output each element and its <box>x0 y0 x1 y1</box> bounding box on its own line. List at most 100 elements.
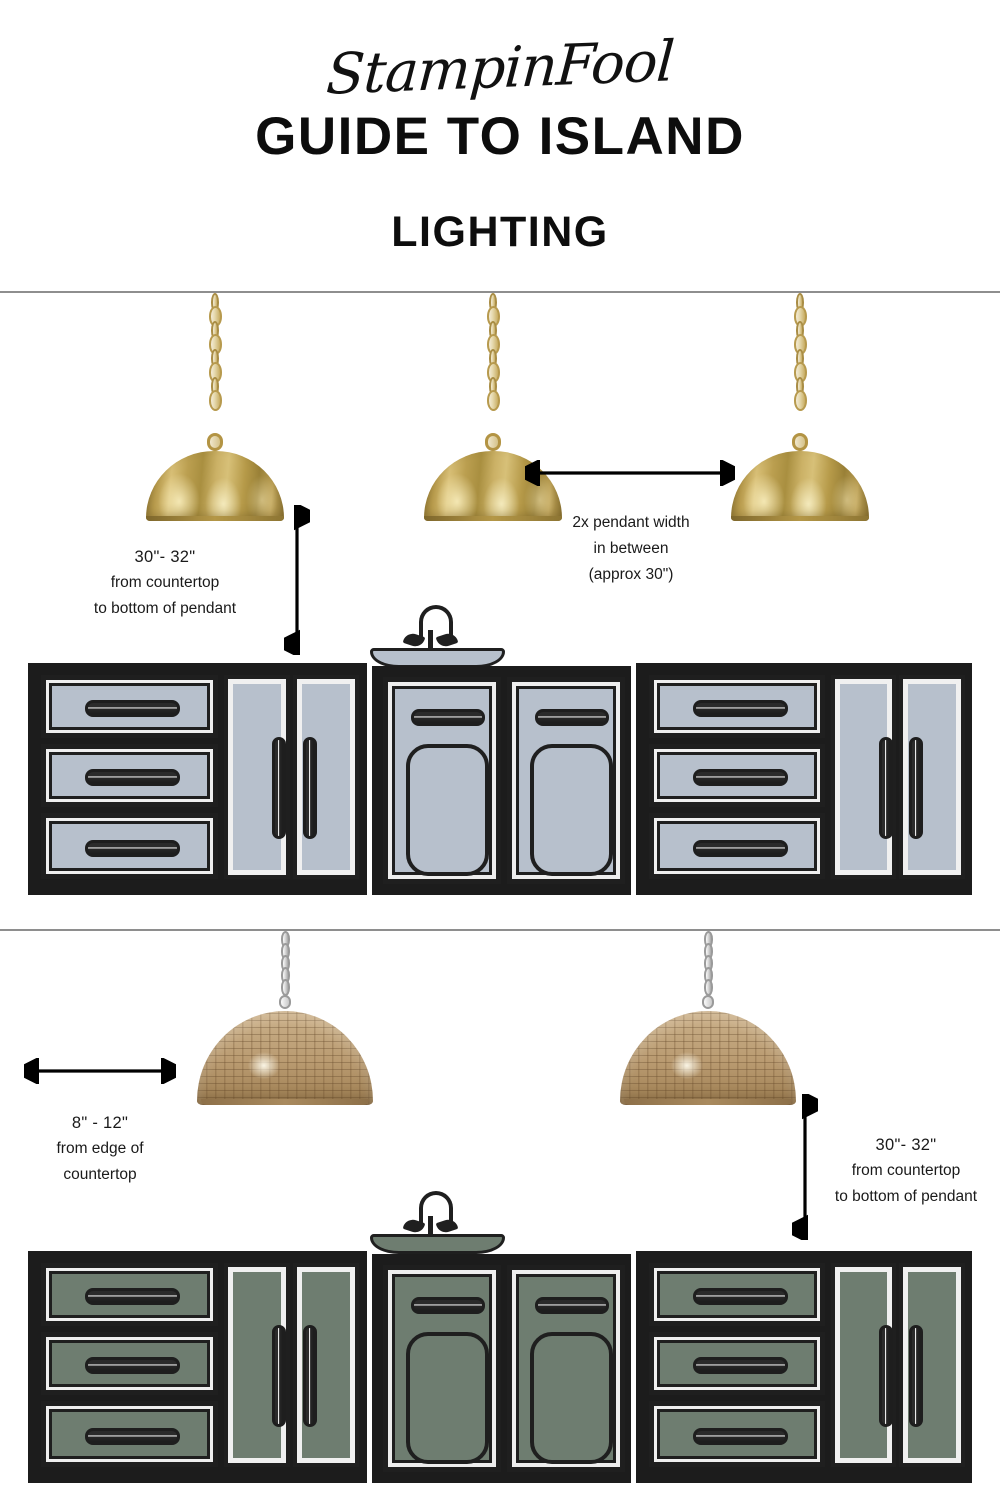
note-line: 30"- 32" <box>134 548 196 566</box>
section-divider-middle <box>0 929 1000 931</box>
note-line: in between <box>593 540 669 557</box>
cabinet-door-right <box>293 675 359 879</box>
door-pull <box>535 709 609 726</box>
drawer-pull <box>85 840 180 857</box>
drawer-bottom <box>649 1401 825 1467</box>
drawer-top <box>41 675 218 738</box>
note-line: countertop <box>63 1166 137 1183</box>
note-height-right: 30"- 32" from countertop to bottom of pe… <box>826 1132 986 1210</box>
note-line: 2x pendant width <box>572 514 690 531</box>
faucet-spout-icon <box>419 1191 453 1223</box>
pendant-canopy-ring <box>279 995 291 1009</box>
door-pull <box>411 709 485 726</box>
pendant-chain <box>484 293 502 411</box>
sink-base-door-right <box>507 677 625 884</box>
cabinet-door-left <box>831 675 896 879</box>
drawer-pull <box>693 1428 788 1445</box>
note-line: from edge of <box>56 1140 144 1157</box>
drawer-pull <box>693 1357 788 1374</box>
pendant-canopy-ring <box>207 433 223 451</box>
note-line: from countertop <box>851 1162 961 1179</box>
note-line: 8" - 12" <box>71 1114 129 1132</box>
page-title-line-2: LIGHTING <box>391 208 609 256</box>
drawer-bottom <box>41 813 218 879</box>
door-pull <box>535 1297 609 1314</box>
pendant-chain <box>791 293 809 411</box>
faucet-stem <box>428 1216 433 1242</box>
drawer-pull <box>693 840 788 857</box>
cabinet-unit-right-green <box>636 1251 972 1483</box>
cabinet-unit-right-blue <box>636 663 972 895</box>
edge-offset-arrow-horizontal <box>24 1058 176 1084</box>
drawer-middle <box>649 744 825 807</box>
pendant-canopy-ring <box>485 433 501 451</box>
drawer-pull <box>85 1357 180 1374</box>
faucet-spout-icon <box>419 605 453 637</box>
drawer-middle <box>649 1332 825 1395</box>
drawer-middle <box>41 1332 218 1395</box>
pendant-shade <box>620 1011 796 1105</box>
cabinet-door-right <box>899 675 965 879</box>
drawer-middle <box>41 744 218 807</box>
door-pull <box>303 1325 317 1427</box>
brass-pendant-2 <box>424 293 562 521</box>
pendant-chain <box>206 293 224 411</box>
sink-base-door-right <box>507 1265 625 1472</box>
note-line: (approx 30") <box>588 566 674 583</box>
door-pull <box>272 737 286 839</box>
rattan-pendant-1 <box>197 931 373 1131</box>
sink-basin <box>370 1234 505 1254</box>
drawer-bottom <box>41 1401 218 1467</box>
cabinet-unit-left-blue <box>28 663 367 895</box>
drawer-pull <box>85 1288 180 1305</box>
note-line: from countertop <box>110 574 220 591</box>
sink-base-door-left <box>383 677 501 884</box>
drawer-pull <box>85 700 180 717</box>
drawer-top <box>41 1263 218 1326</box>
pendant-chain <box>702 931 714 996</box>
spacing-arrow-horizontal <box>525 460 735 486</box>
cabinet-door-left <box>831 1263 896 1467</box>
cabinet-door-left <box>224 675 290 879</box>
door-pull <box>909 1325 923 1427</box>
cabinet-door-right <box>293 1263 359 1467</box>
cabinet-unit-sink-green <box>372 1254 631 1483</box>
cabinet-unit-left-green <box>28 1251 367 1483</box>
header: StampinFool GUIDE TO ISLAND LIGHTING <box>0 0 1000 291</box>
door-panel-detail <box>406 1332 489 1464</box>
door-pull <box>303 737 317 839</box>
drawer-pull <box>693 769 788 786</box>
drawer-bottom <box>649 813 825 879</box>
sink-base-door-left <box>383 1265 501 1472</box>
pendant-shade <box>146 451 284 521</box>
height-arrow-vertical-left <box>284 505 310 655</box>
height-arrow-vertical-right <box>792 1094 818 1240</box>
sink-basin <box>370 648 505 668</box>
drawer-top <box>649 1263 825 1326</box>
brand-wordmark: StampinFool <box>324 29 676 108</box>
faucet-stem <box>428 630 433 656</box>
pendant-canopy-ring <box>792 433 808 451</box>
door-pull <box>411 1297 485 1314</box>
cabinet-door-right <box>899 1263 965 1467</box>
drawer-top <box>649 675 825 738</box>
door-pull <box>909 737 923 839</box>
note-height-left: 30"- 32" from countertop to bottom of pe… <box>57 544 273 622</box>
door-pull <box>879 737 893 839</box>
door-pull <box>272 1325 286 1427</box>
note-edge-offset: 8" - 12" from edge of countertop <box>20 1110 180 1188</box>
door-pull <box>879 1325 893 1427</box>
brass-pendant-1 <box>146 293 284 521</box>
brass-pendant-3 <box>731 293 869 521</box>
pendant-shade <box>731 451 869 521</box>
note-line: 30"- 32" <box>875 1136 937 1154</box>
drawer-pull <box>85 1428 180 1445</box>
cabinet-unit-sink-blue <box>372 666 631 895</box>
drawer-pull <box>693 1288 788 1305</box>
section-divider-top <box>0 291 1000 293</box>
note-line: to bottom of pendant <box>93 600 237 617</box>
door-panel-detail <box>406 744 489 876</box>
cabinet-door-left <box>224 1263 290 1467</box>
page-title-line-1: GUIDE TO ISLAND <box>255 107 745 166</box>
